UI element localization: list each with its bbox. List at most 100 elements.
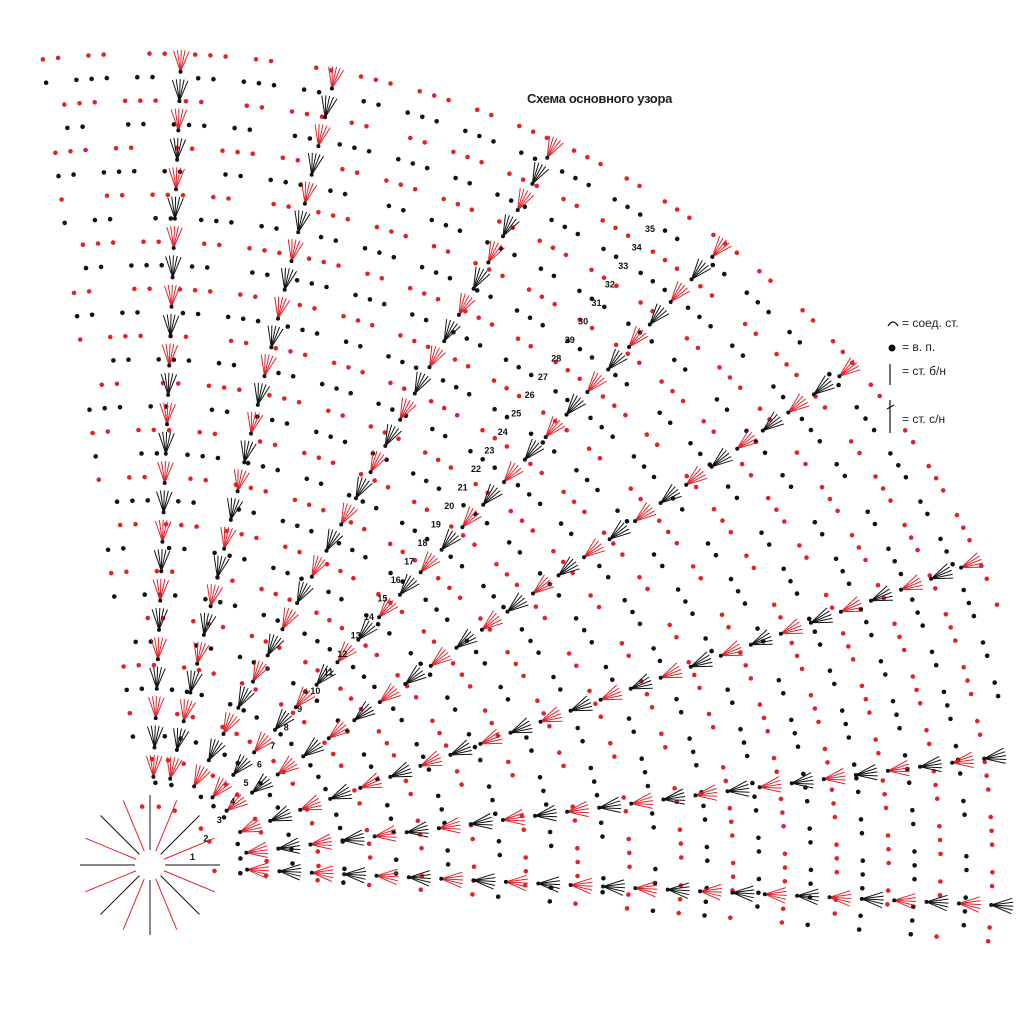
stitch-stroke — [690, 658, 712, 668]
stitch-stroke — [570, 877, 592, 886]
stitch-stroke — [660, 676, 683, 679]
stitch-stroke — [232, 754, 242, 776]
chain-stitch-dot — [212, 868, 217, 874]
chain-stitch-dot — [183, 334, 189, 340]
stitch-stroke — [237, 470, 247, 492]
chain-stitch-dot — [543, 802, 549, 807]
stitch-stroke — [566, 395, 578, 415]
chain-stitch-dot — [937, 893, 943, 898]
chain-stitch-dot — [508, 198, 514, 203]
chain-stitch-dot — [573, 175, 578, 181]
fan-base-dot — [633, 886, 638, 891]
chain-stitch-dot — [808, 840, 813, 845]
chain-stitch-dot — [102, 405, 107, 411]
fan-base-dot — [556, 573, 561, 578]
stitch-stroke — [281, 608, 290, 630]
chain-stitch-dot — [925, 511, 930, 517]
chain-stitch-dot — [730, 343, 735, 349]
stitch-stroke — [720, 647, 742, 657]
stitch-stroke — [226, 803, 248, 812]
chain-stitch-dot — [304, 476, 310, 482]
chain-stitch-dot — [435, 576, 441, 581]
stitch-stroke — [414, 378, 432, 394]
stitch-stroke — [727, 787, 750, 792]
stitch-stroke — [212, 776, 221, 798]
chain-stitch-dot — [136, 663, 141, 668]
fan-base-dot — [262, 374, 267, 379]
stitch-stroke — [180, 50, 186, 72]
chain-stitch-dot — [521, 673, 526, 679]
chain-stitch-dot — [192, 52, 198, 57]
chain-stitch-dot — [808, 692, 814, 698]
chain-stitch-dot — [470, 836, 476, 842]
chain-stitch-dot — [778, 796, 784, 802]
stitch-stroke — [408, 870, 430, 878]
slip-stitch-arc-icon — [887, 321, 899, 327]
chain-stitch-dot — [533, 604, 539, 609]
stitch-stroke — [628, 329, 644, 348]
chain-stitch-dot — [417, 89, 423, 94]
chain-stitch-dot — [906, 780, 912, 785]
stitch-stroke — [685, 468, 702, 486]
chain-stitch-dot — [600, 394, 606, 399]
stitch-stroke — [274, 715, 293, 731]
chain-stitch-dot — [524, 735, 529, 740]
stitch-stroke — [163, 491, 173, 513]
fan-base-dot — [168, 776, 173, 781]
stitch-stroke — [165, 433, 175, 454]
stitch-stroke — [839, 359, 855, 377]
stitch-stroke — [299, 797, 320, 811]
stitch-stroke — [482, 487, 498, 506]
center-stitch-stroke — [100, 815, 140, 855]
stitch-stroke — [336, 641, 346, 663]
stitch-stroke — [177, 108, 180, 131]
chain-stitch-dot — [488, 294, 493, 300]
fan-base-dot — [352, 718, 357, 723]
chain-stitch-dot — [285, 570, 290, 576]
chain-stitch-dot — [74, 314, 80, 319]
stitch-stroke — [216, 555, 223, 578]
chain-stitch-dot — [890, 698, 896, 704]
chain-stitch-dot — [624, 906, 630, 911]
chain-stitch-dot — [429, 217, 435, 223]
stitch-stroke — [861, 895, 884, 900]
stitch-stroke — [587, 380, 607, 393]
stitch-stroke — [360, 786, 383, 789]
chain-stitch-dot — [86, 53, 91, 58]
stitch-stroke — [823, 778, 846, 785]
stitch-stroke — [481, 612, 497, 631]
stitch-stroke — [532, 579, 551, 594]
stitch-stroke — [171, 286, 181, 307]
chain-stitch-dot — [613, 254, 619, 259]
chain-stitch-dot — [755, 300, 761, 305]
chain-stitch-dot — [827, 668, 833, 673]
chain-stitch-dot — [948, 625, 953, 630]
chain-stitch-dot — [338, 763, 344, 768]
chain-stitch-dot — [238, 870, 243, 876]
fan-base-dot — [460, 525, 465, 530]
chain-stitch-dot — [771, 384, 776, 389]
chain-stitch-dot — [326, 408, 331, 414]
chain-stitch-dot — [808, 427, 814, 433]
chain-stitch-dot — [210, 773, 216, 779]
chain-stitch-dot — [812, 629, 818, 634]
fan-base-dot — [377, 700, 382, 705]
stitch-stroke — [270, 819, 293, 822]
stitch-stroke — [317, 127, 331, 147]
stitch-stroke — [727, 790, 750, 793]
stitch-stroke — [408, 874, 431, 878]
fan-base-dot — [265, 653, 270, 658]
fan-base-dot — [167, 363, 172, 368]
stitch-stroke — [154, 637, 159, 660]
stitch-stroke — [583, 546, 604, 558]
chain-stitch-dot — [756, 849, 762, 854]
stitch-stroke — [311, 154, 321, 175]
stitch-stroke — [237, 687, 249, 709]
chain-stitch-dot — [487, 627, 493, 632]
stitch-stroke — [502, 215, 510, 237]
chain-stitch-dot — [376, 102, 381, 108]
chain-stitch-dot — [702, 817, 708, 822]
stitch-stroke — [246, 869, 268, 879]
stitch-stroke — [399, 575, 412, 595]
stitch-stroke — [156, 668, 166, 689]
